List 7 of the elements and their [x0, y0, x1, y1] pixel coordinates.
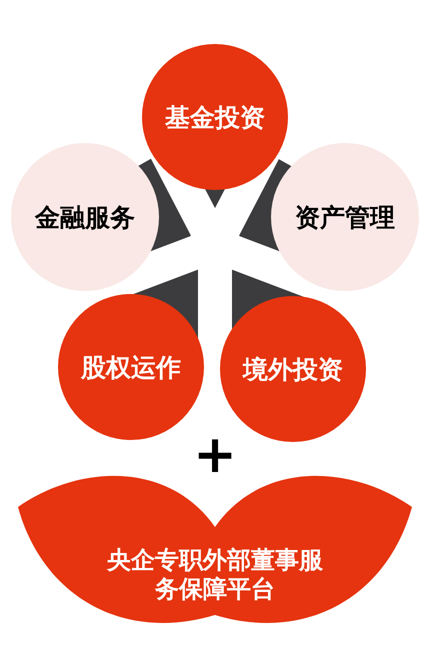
platform-label: 央企专职外部董事服务保障平台 [106, 546, 324, 604]
circle-label: 基金投资 [165, 102, 265, 134]
plus-sign: + [192, 425, 238, 485]
circle-label: 股权运作 [81, 352, 181, 384]
circle-label: 境外投资 [243, 354, 343, 386]
circle-label: 资产管理 [295, 202, 395, 234]
circle-label: 金融服务 [35, 202, 135, 234]
